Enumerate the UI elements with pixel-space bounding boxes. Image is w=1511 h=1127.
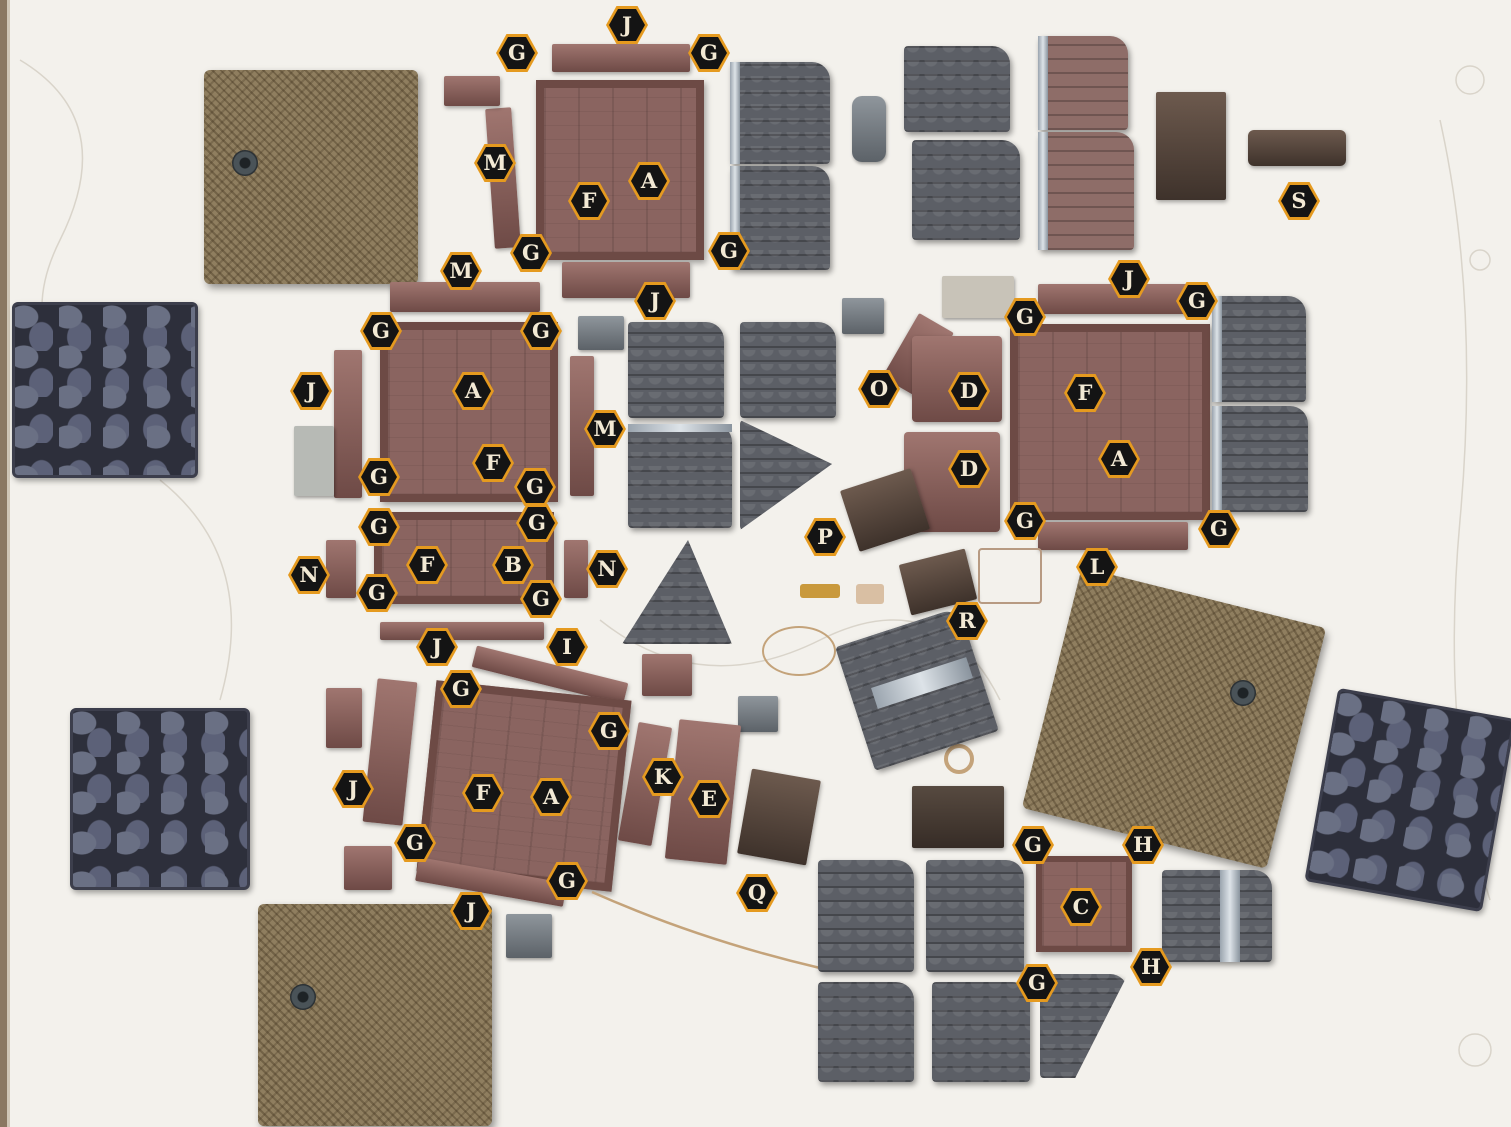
window-shutter [578,316,624,350]
window-frame [942,276,1014,318]
chest [912,786,1004,848]
anchor-rig [978,548,1042,604]
roof-ridge [1220,870,1240,962]
stair-piece [1248,130,1346,166]
cobblestone-base [70,708,250,890]
wall-piece [1038,522,1188,550]
slate-roof-panel [1212,406,1308,512]
small-block [642,654,692,696]
door-panel [737,769,821,866]
door-frame [1156,92,1226,200]
wall-piece [380,622,544,640]
copper-roof-panel [1038,132,1134,250]
roof-ridge [1212,296,1222,402]
slate-roof-panel [628,424,732,528]
window-shutter [738,696,778,732]
copper-roof-panel [1038,36,1128,130]
chimney-top [1230,680,1256,706]
wall-piece [1038,284,1188,314]
cobblestone-base [1304,688,1511,912]
slate-roof-panel [740,322,836,418]
roof-ridge [628,424,732,432]
cobblestone-base [12,302,198,478]
small-block [344,846,392,890]
wall-piece [334,350,362,498]
floor-tile [536,80,704,260]
roof-ridge [730,62,740,164]
floor-tile [1010,324,1210,520]
chimney-top [232,150,258,176]
slate-roof-panel [1212,296,1306,402]
thatch-roof [204,70,418,284]
chimney-pipe [852,96,886,162]
floor-tile [417,680,632,891]
slate-roof-panel [818,860,914,972]
slate-roof-panel [926,860,1024,972]
chimney-top [290,984,316,1010]
cannon-bracket [856,584,884,604]
thatch-roof [258,904,492,1126]
window-shutter [842,298,884,334]
wall-piece [326,688,362,748]
wall-piece [564,540,588,598]
wall-piece [326,540,356,598]
wall-piece [444,76,500,106]
window-shutter [506,914,552,958]
slate-roof-panel [1162,870,1272,962]
roof-ridge [1038,36,1048,130]
rope-coil [944,744,974,774]
slate-roof-panel [628,322,724,418]
window-frame [294,426,334,496]
slate-roof-panel [818,982,914,1082]
slate-roof-panel [730,62,830,164]
cannon [800,584,840,598]
roof-ridge [1038,132,1048,250]
slate-roof-panel [904,46,1010,132]
slate-roof-panel [932,982,1030,1082]
rope-coil [762,626,836,676]
wall-piece [552,44,690,72]
roof-ridge [1212,406,1222,512]
slate-roof-panel [912,140,1020,240]
